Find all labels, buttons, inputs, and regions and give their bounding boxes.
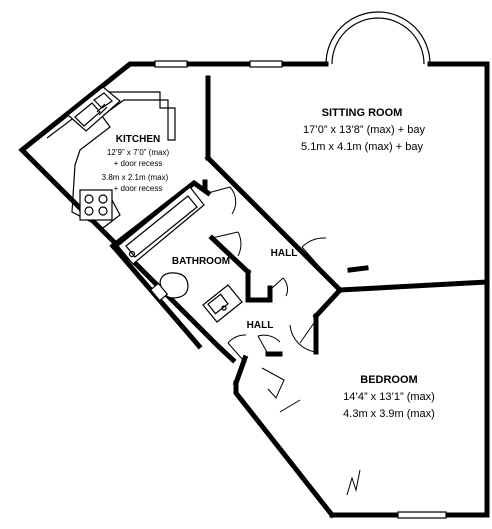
bay-window-inner [331,17,425,65]
hall-lower-label: HALL [247,320,274,331]
door-bedroom [289,319,317,353]
interior-walls [109,75,490,387]
wall-hall-sitting-diagonal [204,154,344,294]
hall-upper-label: HALL [271,248,298,259]
toilet-icon [149,272,189,302]
door-kitchen-hall [207,186,237,215]
hob-icon [79,189,113,221]
windows [154,11,447,519]
wall-sitting-stub [347,265,369,273]
bedroom-label: BEDROOM [360,374,417,386]
door-bathroom-hall [211,231,242,257]
window-kitchen [154,60,188,68]
kitchen-worktop-lower [71,164,121,229]
doors [207,186,361,496]
sitting-room-label: SITTING ROOM [322,107,403,119]
kitchen-worktop [46,91,176,166]
outer-walls [18,61,490,519]
bay-window-outer [325,11,431,65]
outer-wall-bedroom-diagonal [233,380,336,519]
door-bedroom-wardrobe [261,367,361,496]
bedroom-dim-metric: 4.3m x 3.9m (max) [343,408,435,420]
kitchen-fixtures [46,86,176,229]
kitchen-dim-metric: 3.8m x 2.1m (max) [102,173,169,182]
bedroom-dim-imperial: 14’4” x 13’1” (max) [343,391,435,403]
wall-bedroom-door-stub [232,354,249,387]
kitchen-label: KITCHEN [116,134,160,145]
wall-bathroom-cupboard [245,285,273,303]
bathroom-fixtures [117,186,243,323]
kitchen-dim-metric-note: + door recess [114,184,163,193]
sitting-room-dim-metric: 5.1m x 4.1m (max) + bay [301,141,423,153]
door-sitting-room [301,237,327,273]
kitchen-dim-imperial: 12’9” x 7’0” (max) [107,148,170,157]
sink-icon [67,86,121,132]
wall-hall-bedroom [312,286,344,320]
window-sitting-left [249,60,283,68]
door-cupboard [269,277,289,297]
window-bedroom [397,511,447,519]
bathroom-label: BATHROOM [172,256,230,267]
washbasin-icon [202,284,243,323]
wall-sitting-bedroom [337,279,490,293]
bath-icon [117,186,205,265]
room-labels: SITTING ROOM 17’0” x 13’8” (max) + bay 5… [102,107,435,420]
wall-bathroom-hall [208,234,252,276]
sitting-room-dim-imperial: 17’0” x 13’8” (max) + bay [303,124,425,136]
kitchen-dim-imperial-note: + door recess [114,159,163,168]
door-hall-entrance [227,334,281,361]
outer-wall-top-left [18,61,237,364]
